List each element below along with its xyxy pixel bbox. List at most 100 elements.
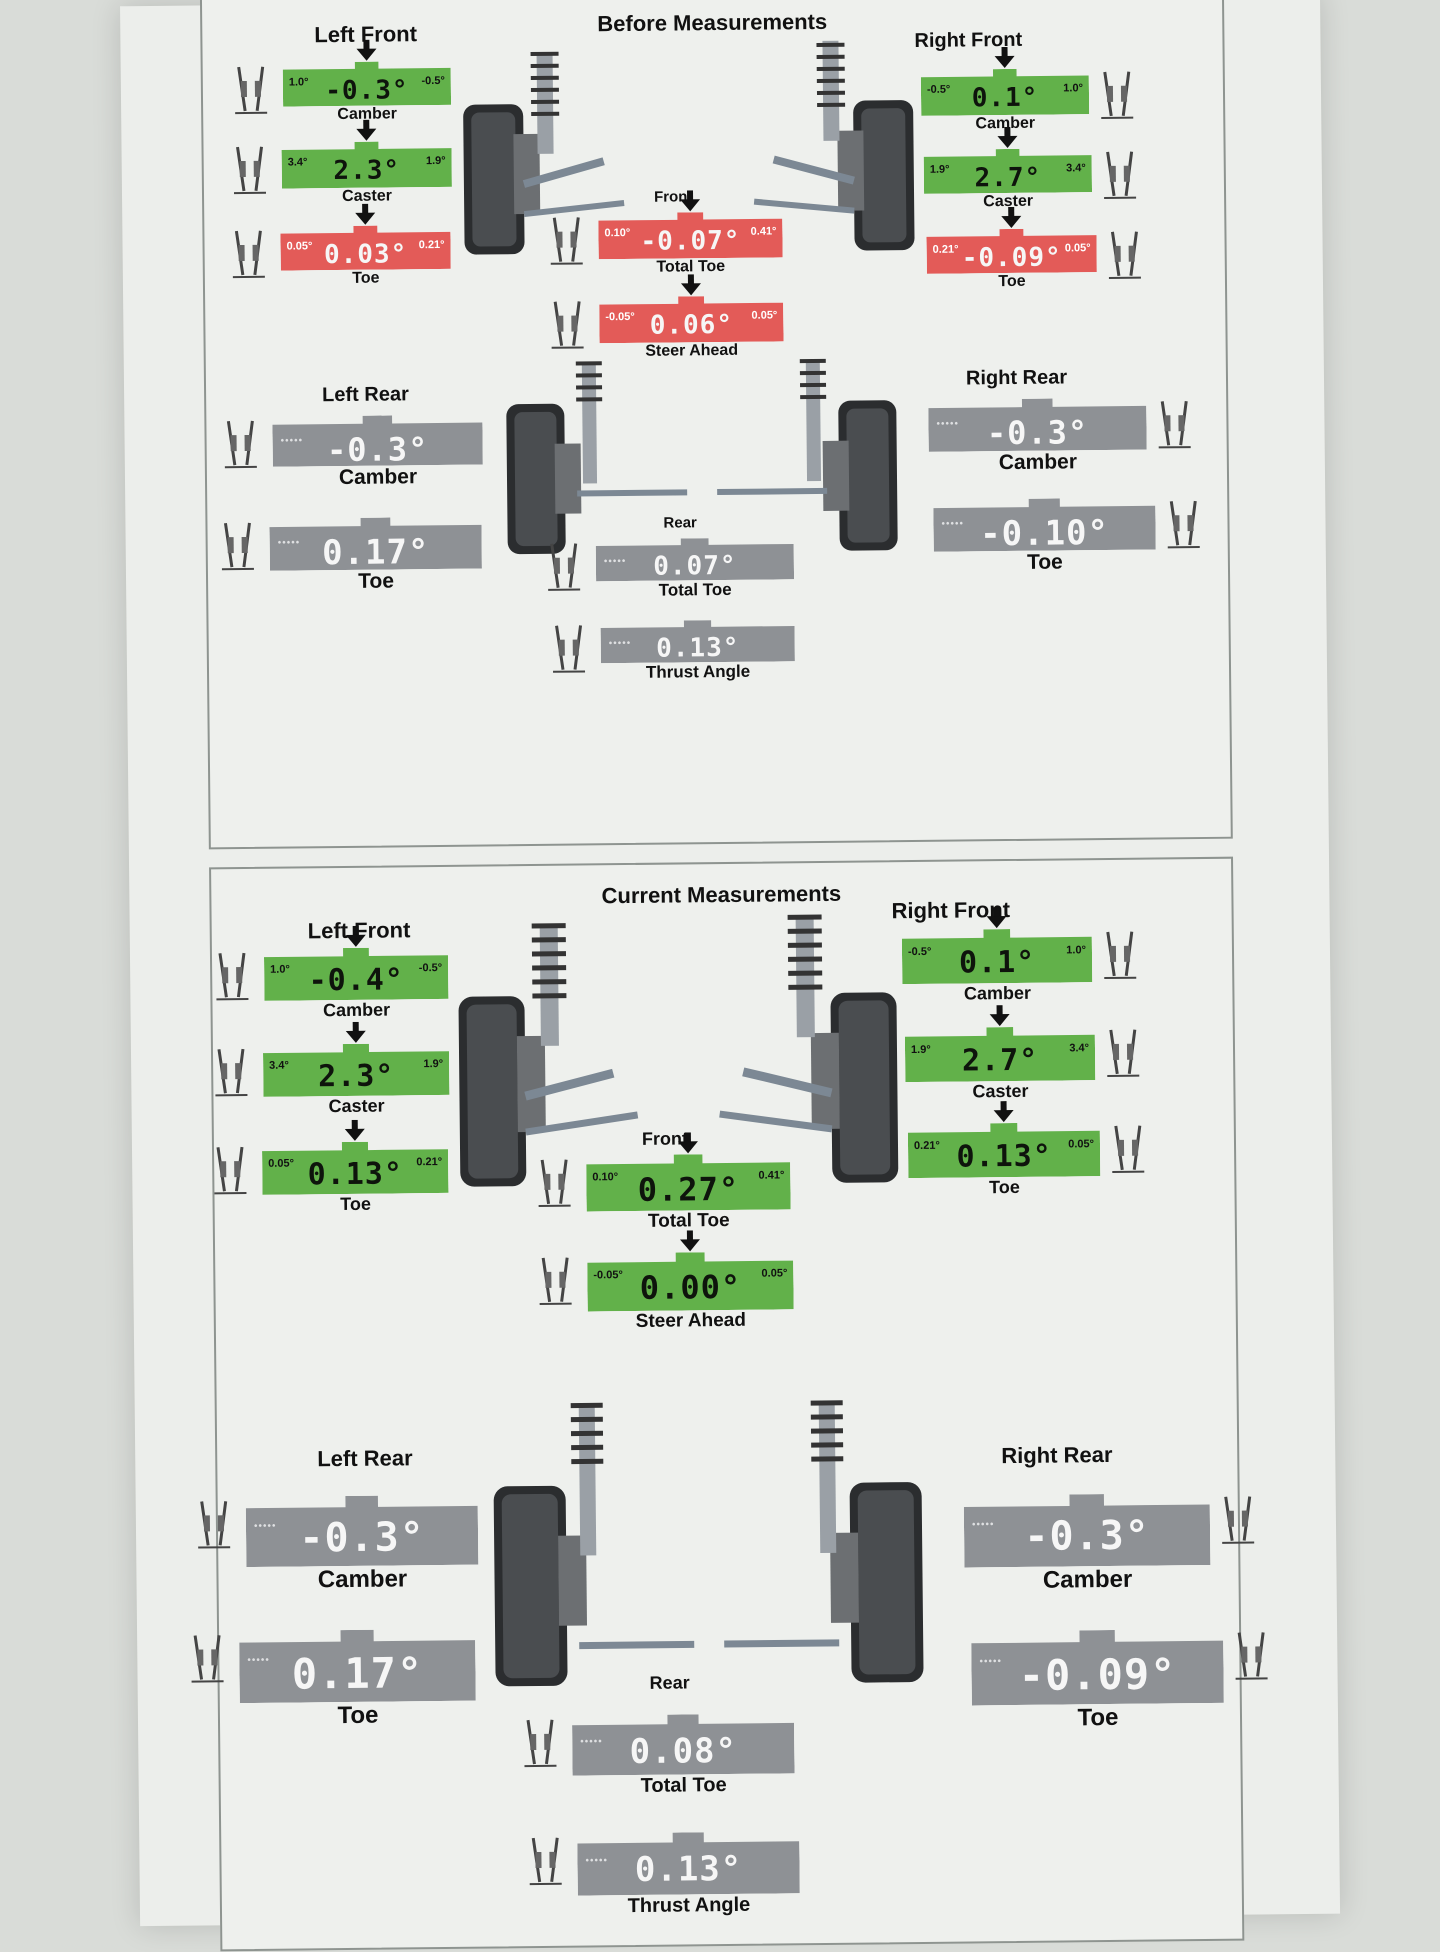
steer-ahead-gauge: -0.05° 0.05° 0.00° Steer Ahead <box>539 1230 794 1335</box>
gauge-label: Caster <box>328 1095 385 1117</box>
lf-toe-gauge: 0.05° 0.21° 0.03° Toe <box>232 203 451 295</box>
gauge-label: Toe <box>340 1193 372 1215</box>
rr-toe-gauge: -0.10° Toe ••••• <box>933 497 1200 575</box>
gauge-dots: ••••• <box>941 518 965 530</box>
steer-ahead-gauge: -0.05° 0.05° 0.06° Steer Ahead <box>551 274 784 367</box>
rf-caster-gauge: 1.9° 3.4° 2.7° Caster <box>924 126 1137 218</box>
lr-camber-gauge: -0.3° Camber ••••• <box>198 1495 479 1594</box>
lf-caster-gauge: 3.4° 1.9° 2.3° Caster <box>233 119 452 213</box>
gauge-value: -0.10° <box>979 513 1110 555</box>
rear-suspension-diagram <box>493 1400 924 1687</box>
measurement-icon <box>1100 148 1145 208</box>
indicator-arrow-icon <box>989 1005 1011 1032</box>
gauge-value: 0.08° <box>629 1730 738 1772</box>
gauge-value: 0.13° <box>634 1849 743 1891</box>
gauge-label: Camber <box>317 1565 408 1594</box>
measurement-icon <box>217 519 262 579</box>
gauge-label: Toe <box>998 272 1026 291</box>
rr-camber-gauge: -0.3° Camber ••••• <box>964 1493 1255 1594</box>
alignment-report-sheet: Before Measurements Left Front Right Fro… <box>120 0 1341 1952</box>
measurement-icon <box>1163 497 1208 557</box>
lf-toe-gauge: 0.05° 0.21° 0.13° Toe <box>214 1119 449 1219</box>
gauge-label: Steer Ahead <box>635 1309 747 1332</box>
gauge-label: Camber <box>338 465 418 490</box>
measurement-icon <box>544 539 589 599</box>
rear-label: Rear <box>649 1672 690 1693</box>
gauge-value: -0.4° <box>308 962 405 999</box>
measurement-icon <box>1100 928 1145 988</box>
gauge-value: 2.7° <box>961 1042 1039 1079</box>
measurement-icon <box>229 143 274 203</box>
gauge-label: Camber <box>998 450 1078 475</box>
current-measurements-panel: Current Measurements Left Front Right Fr… <box>191 856 1268 1952</box>
gauge-value: 0.1° <box>971 82 1039 114</box>
indicator-arrow-icon <box>994 46 1016 74</box>
gauge-value: 0.00° <box>639 1268 742 1308</box>
gauge-dots: ••••• <box>979 1655 1002 1667</box>
rf-toe-gauge: 0.21° 0.05° 0.13° Toe <box>908 1101 1145 1202</box>
measurement-icon <box>1154 397 1199 457</box>
gauge-label: Toe <box>1026 550 1063 574</box>
rf-caster-gauge: 1.9° 3.4° 2.7° Caster <box>905 1005 1140 1106</box>
lr-toe-gauge: 0.17° Toe ••••• <box>221 517 482 595</box>
rf-camber-gauge: -0.5° 1.0° 0.1° Camber <box>902 907 1137 1008</box>
measurement-icon <box>547 297 592 357</box>
rear-total-toe-gauge: 0.07° Total Toe ••••• <box>548 537 795 605</box>
indicator-arrow-icon <box>345 925 367 953</box>
gauge-value: -0.09° <box>961 242 1062 274</box>
measurement-icon <box>187 1631 232 1691</box>
before-measurements-panel: Before Measurements Left Front Right Fro… <box>199 0 1233 850</box>
front-total-toe-gauge: 0.10° 0.41° 0.27° Total Toe <box>538 1132 791 1235</box>
gauge-value: 0.13° <box>307 1156 404 1193</box>
indicator-arrow-icon <box>345 1021 367 1049</box>
measurement-icon <box>1097 68 1142 128</box>
measurement-icon <box>1103 1026 1148 1086</box>
gauge-value: 2.3° <box>317 1058 395 1095</box>
gauge-value: 0.27° <box>637 1169 740 1209</box>
measurement-icon <box>211 1045 256 1105</box>
gauge-dots: ••••• <box>247 1654 270 1667</box>
measurement-icon <box>1231 1628 1276 1688</box>
measurement-icon <box>194 1497 239 1557</box>
gauge-value: -0.3° <box>326 429 429 469</box>
rr-camber-gauge: -0.3° Camber ••••• <box>928 398 1191 476</box>
thrust-angle-gauge: 0.13° Thrust Angle ••••• <box>529 1831 800 1919</box>
measurement-icon <box>546 213 591 273</box>
gauge-dots: ••••• <box>608 637 632 649</box>
gauge-dots: ••••• <box>280 434 304 447</box>
rf-toe-gauge: 0.21° 0.05° -0.09° Toe <box>926 206 1141 298</box>
gauge-value: 0.1° <box>958 944 1036 981</box>
measurement-icon <box>1108 1122 1153 1182</box>
gauge-value: 0.06° <box>649 309 734 341</box>
indicator-arrow-icon <box>996 126 1018 154</box>
gauge-label: Thrust Angle <box>645 661 751 682</box>
front-suspension-diagram <box>463 40 915 255</box>
gauge-dots: ••••• <box>253 1520 277 1532</box>
front-total-toe-gauge: 0.10° 0.41° -0.07° Total Toe <box>550 190 783 283</box>
rear-suspension-diagram <box>506 358 898 555</box>
gauge-value: -0.09° <box>1018 1648 1177 1700</box>
gauge-value: 0.13° <box>956 1138 1052 1175</box>
right-rear-label: Right Rear <box>1001 1441 1113 1469</box>
gauge-value: -0.3° <box>299 1513 426 1562</box>
indicator-arrow-icon <box>344 1119 366 1147</box>
gauge-dots: ••••• <box>585 1854 609 1867</box>
gauge-value: -0.07° <box>640 225 741 257</box>
gauge-value: 0.03° <box>323 238 408 270</box>
measurement-icon <box>535 1254 580 1314</box>
measurement-icon <box>231 63 276 123</box>
gauge-value: -0.3° <box>325 74 409 106</box>
right-rear-label: Right Rear <box>965 366 1068 390</box>
front-suspension-diagram <box>458 914 899 1187</box>
gauge-dots: ••••• <box>603 555 627 567</box>
gauge-dots: ••••• <box>277 537 301 549</box>
gauge-value: 0.17° <box>321 532 430 574</box>
indicator-arrow-icon <box>679 1230 701 1257</box>
measurement-icon <box>228 227 273 287</box>
gauge-dots: ••••• <box>580 1736 603 1748</box>
measurement-icon <box>520 1716 565 1776</box>
left-rear-label: Left Rear <box>322 383 409 407</box>
gauge-label: Toe <box>352 269 380 287</box>
gauge-label: Total Toe <box>640 1774 727 1797</box>
gauge-label: Camber <box>1042 1565 1133 1594</box>
